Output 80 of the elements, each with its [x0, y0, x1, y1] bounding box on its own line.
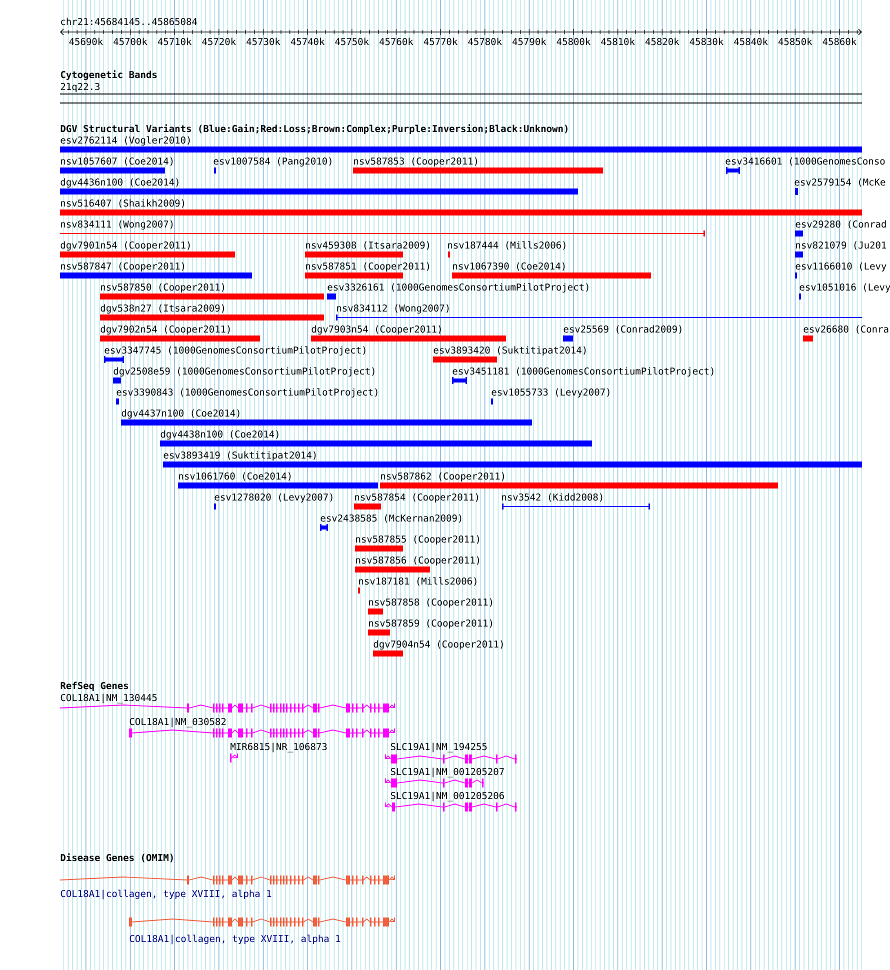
variant-label: nsv3542 (Kidd2008): [502, 493, 602, 502]
variant-label: esv1166010 (Levy: [796, 262, 886, 272]
variant-label: nsv187444 (Mills2006): [448, 241, 566, 250]
variant-label: dgv7901n54 (Cooper2011): [60, 241, 190, 251]
track-heading: RefSeq Genes: [60, 682, 128, 691]
variant-label: nsv587859 (Cooper2011): [369, 619, 492, 628]
tick-label: 45710k: [158, 38, 192, 46]
tick-label: 45780k: [468, 38, 502, 46]
variant-label: dgv7904n54 (Cooper2011): [374, 640, 503, 650]
track-heading: DGV Structural Variants (Blue:Gain;Red:Loss;Brown:Complex;Purple:Inversion;Black:Unknown): [60, 124, 568, 134]
variant-label: esv3326161 (1000GenomesConsortiumPilotProject): [328, 283, 588, 292]
variant-label: dgv7902n54 (Cooper2011): [100, 325, 230, 335]
variant-label: dgv4438n100 (Coe2014): [160, 430, 278, 440]
variant-label: esv3451181 (1000GenomesConsortiumPilotProject): [452, 367, 714, 376]
variant-label: esv2579154 (McKe: [794, 178, 886, 187]
tick-label: 45750k: [335, 38, 369, 46]
tick-label: 45770k: [424, 38, 458, 46]
variant-label: dgv4437n100 (Coe2014): [122, 409, 240, 419]
tick-label: 45740k: [290, 38, 325, 46]
variant-label: nsv834112 (Wong2007): [337, 304, 449, 314]
variant-label: nsv516407 (Shaikh2009): [61, 199, 184, 208]
variant-label: nsv459308 (Itsara2009): [306, 241, 430, 250]
variant-label: esv1007584 (Pang2010): [214, 157, 332, 167]
variant-label: nsv587855 (Cooper2011): [356, 535, 480, 544]
track-label: 21q22.3: [60, 82, 100, 92]
variant-label: nsv821079 (Ju201: [796, 241, 886, 250]
variant-label: dgv7903n54 (Cooper2011): [312, 325, 441, 335]
variant-label: esv3347745 (1000GenomesConsortiumPilotProject): [104, 346, 366, 356]
variant-label: dgv538n27 (Itsara2009): [100, 304, 224, 314]
variant-label: dgv4436n100 (Coe2014): [60, 178, 178, 188]
tick-label: 45800k: [556, 38, 591, 46]
gene-label: COL18A1|NM_130445: [60, 694, 157, 704]
tick-label: 45840k: [734, 38, 768, 46]
variant-label: nsv587851 (Cooper2011): [306, 262, 430, 272]
tick-label: 45820k: [645, 38, 680, 46]
tick-label: 45700k: [114, 38, 148, 46]
variant-label: nsv834111 (Wong2007): [61, 220, 173, 230]
variant-label: nsv587850 (Cooper2011): [101, 283, 224, 292]
variant-label: esv1051016 (Levy: [800, 283, 890, 292]
track-heading: Disease Genes (OMIM): [60, 853, 173, 862]
variant-label: nsv187181 (Mills2006): [359, 577, 476, 586]
gene-label: SLC19A1|NM_001205207: [390, 768, 504, 778]
gene-label: SLC19A1|NM_194255: [390, 742, 487, 752]
variant-label: esv3416601 (1000GenomesConso: [726, 157, 885, 166]
variant-label: nsv587856 (Cooper2011): [356, 556, 480, 566]
tick-label: 45860k: [822, 38, 856, 46]
track-label: chr21:45684145..45865084: [61, 18, 197, 26]
tick-label: 45830k: [690, 38, 724, 46]
variant-label: nsv587858 (Cooper2011): [369, 598, 492, 608]
variant-label: nsv587853 (Cooper2011): [354, 157, 478, 166]
tick-label: 45720k: [202, 38, 236, 46]
variant-label: esv25569 (Conrad2009): [564, 325, 682, 334]
tick-label: 45810k: [601, 38, 635, 46]
variant-label: esv3390843 (1000GenomesConsortiumPilotProject): [116, 388, 378, 398]
variant-label: nsv1067390 (Coe2014): [453, 262, 565, 271]
variant-label: esv2438585 (McKernan2009): [320, 514, 462, 523]
variant-label: nsv587854 (Cooper2011): [355, 493, 478, 502]
variant-label: esv3893420 (Suktitipat2014): [434, 346, 586, 356]
track-heading: Cytogenetic Bands: [60, 70, 157, 80]
variant-label: nsv1061760 (Coe2014): [179, 472, 291, 481]
variant-label: esv2762114 (Vogler2010): [60, 136, 190, 146]
tick-label: 45790k: [512, 38, 546, 46]
variant-label: esv1278020 (Levy2007): [214, 493, 332, 502]
gene-label: COL18A1|NM_030582: [130, 718, 226, 728]
variant-label: esv1055733 (Levy2007): [492, 388, 610, 398]
variant-label: dgv2508e59 (1000GenomesConsortiumPilotProject): [114, 367, 374, 377]
gene-label: MIR6815|NR_106873: [230, 742, 327, 752]
variant-label: nsv587847 (Cooper2011): [61, 262, 184, 272]
variant-label: esv29280 (Conrad: [796, 220, 886, 229]
tick-label: 45730k: [246, 38, 280, 46]
variant-label: esv3893419 (Suktitipat2014): [164, 451, 316, 460]
variant-label: nsv1057607 (Coe2014): [61, 157, 173, 166]
gene-label: COL18A1|collagen, type XVIII, alpha 1: [130, 934, 340, 944]
variant-label: esv26680 (Conra: [804, 325, 888, 334]
tick-label: 45690k: [69, 38, 103, 46]
variant-label: nsv587862 (Cooper2011): [381, 472, 504, 482]
gene-label: COL18A1|collagen, type XVIII, alpha 1: [60, 890, 272, 900]
tick-label: 45850k: [778, 38, 812, 46]
tick-label: 45760k: [380, 38, 414, 46]
gene-label: SLC19A1|NM_001205206: [390, 792, 504, 802]
